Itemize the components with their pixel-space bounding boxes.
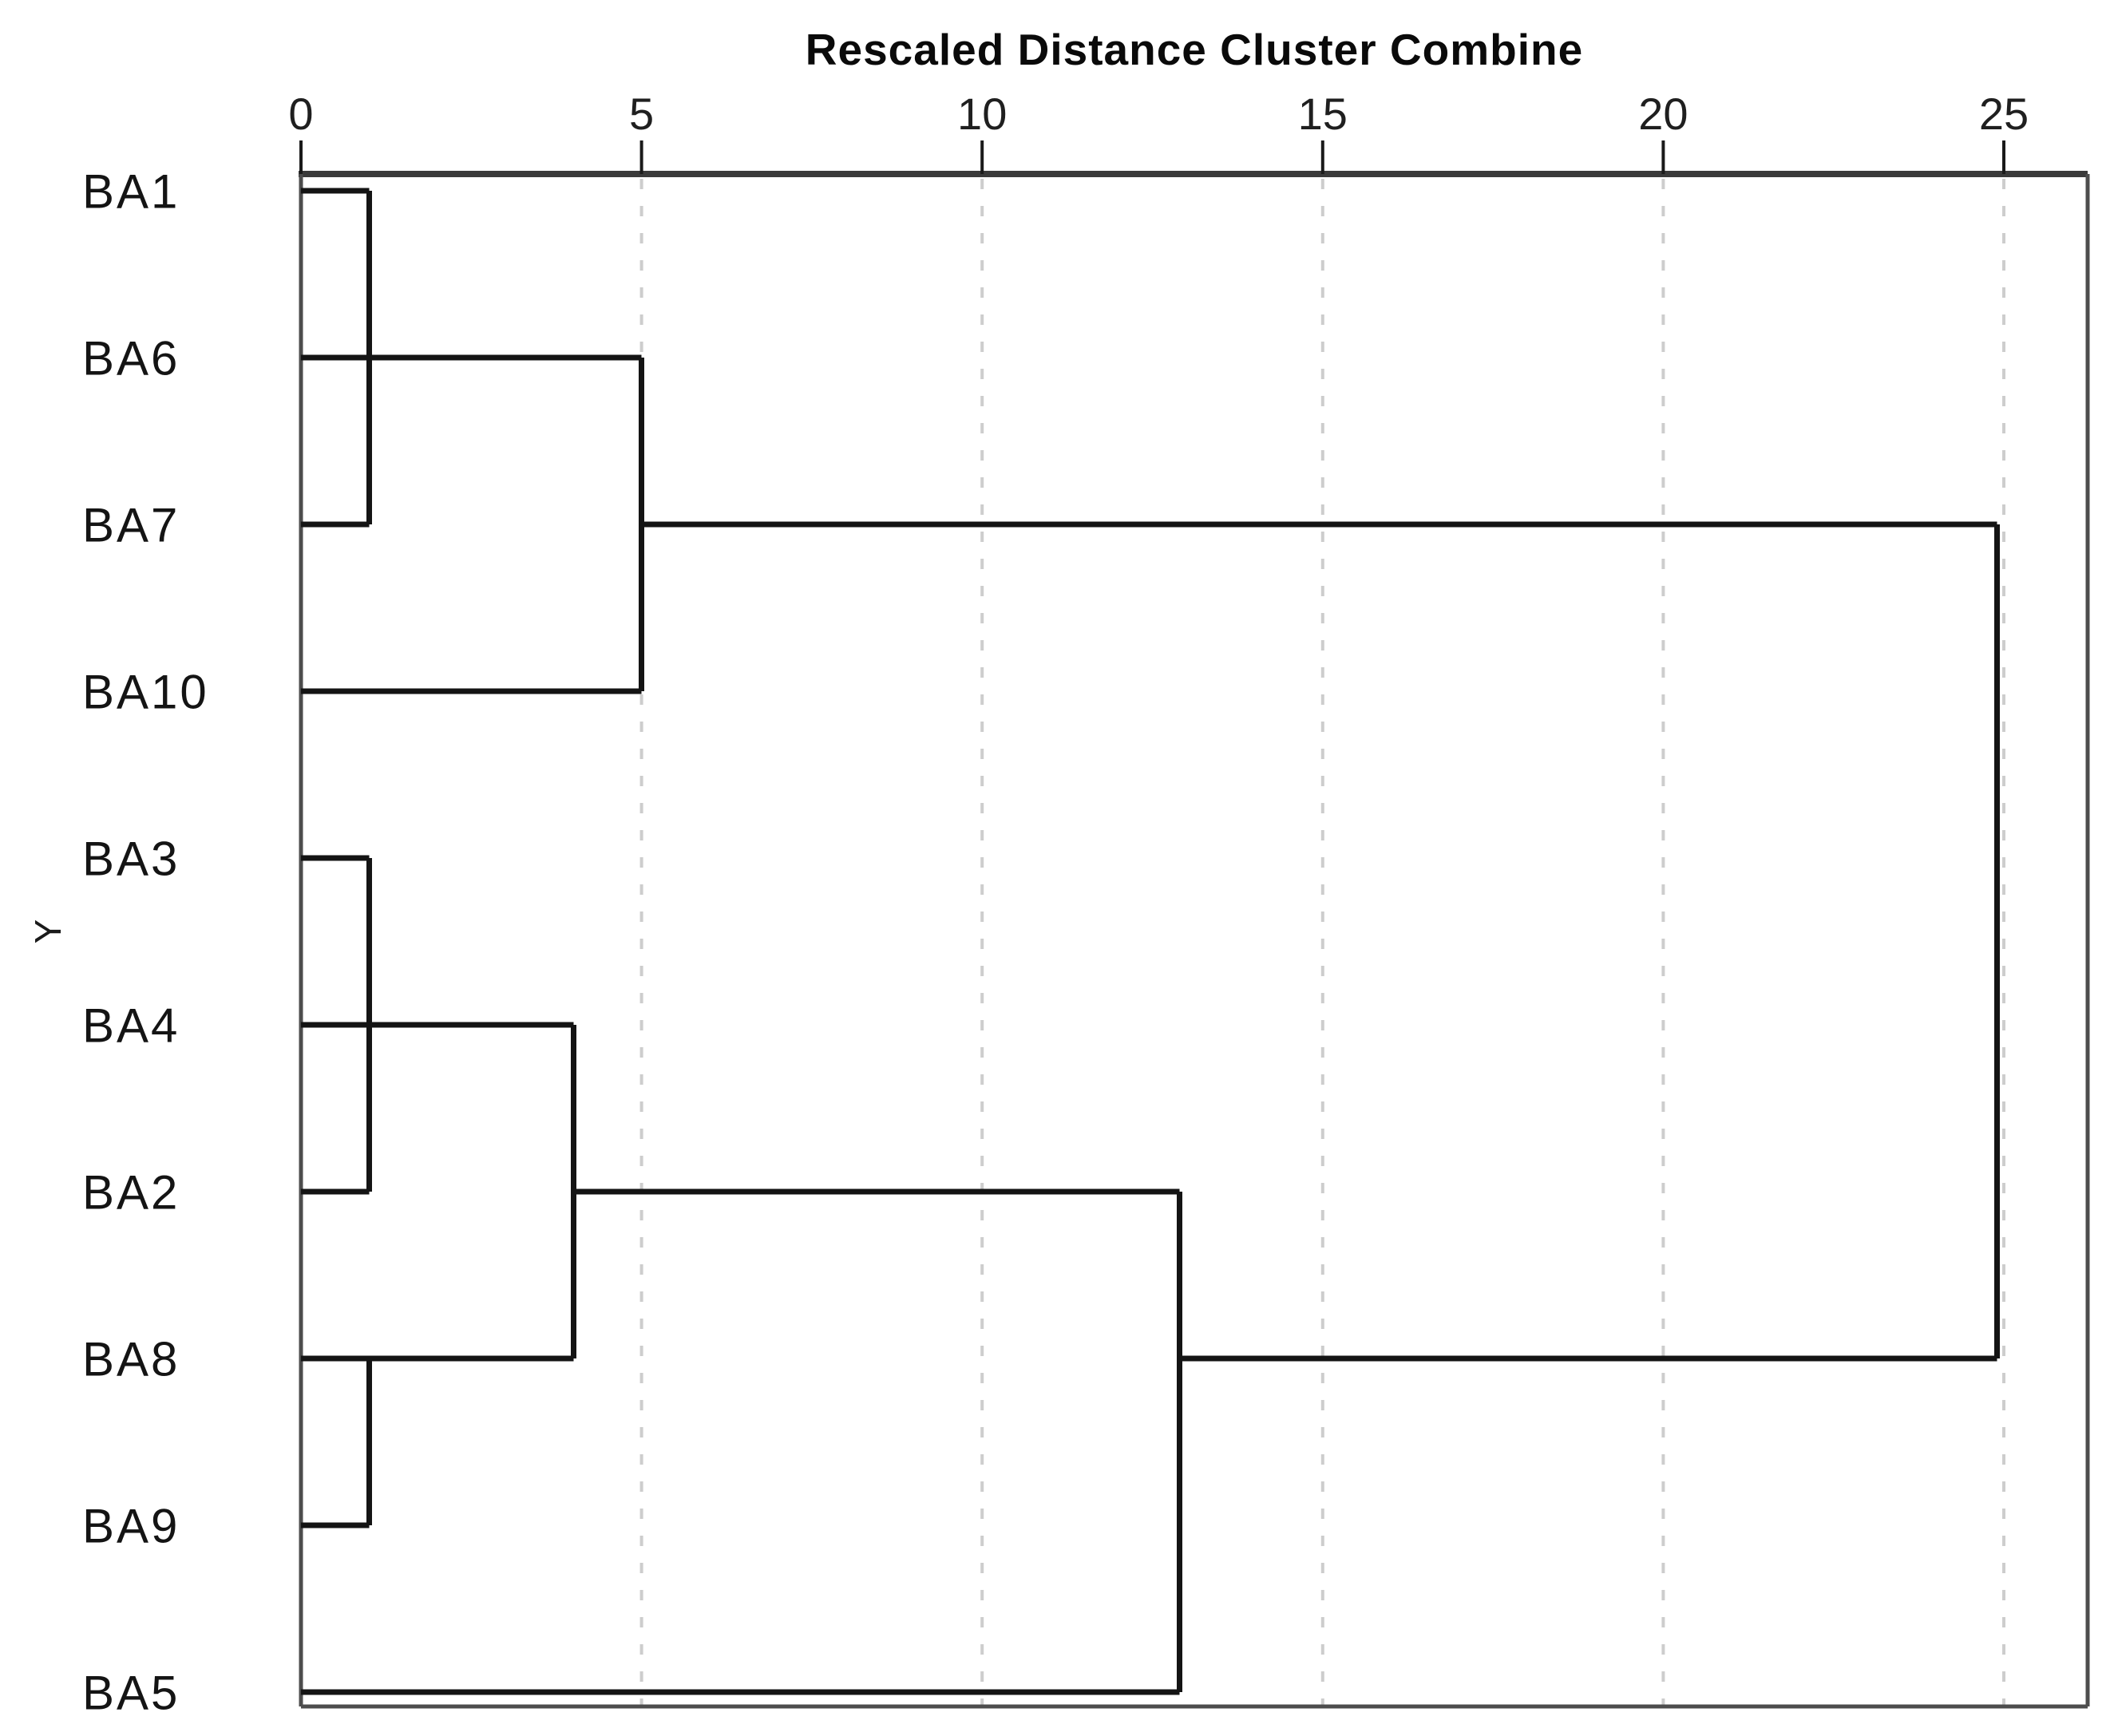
chart-title: Rescaled Distance Cluster Combine [805, 25, 1584, 74]
leaf-label: BA10 [82, 666, 209, 719]
x-tick-label: 5 [629, 89, 654, 139]
x-tick-label: 0 [288, 89, 313, 139]
leaf-label: BA1 [82, 165, 180, 219]
leaf-label: BA4 [82, 999, 180, 1053]
leaf-label: BA6 [82, 332, 180, 386]
leaf-label: BA7 [82, 499, 180, 552]
x-tick-label: 25 [1979, 89, 2029, 139]
x-tick-label: 15 [1298, 89, 1348, 139]
x-tick-label: 20 [1638, 89, 1688, 139]
leaf-label: BA8 [82, 1333, 180, 1386]
leaf-label: BA9 [82, 1500, 180, 1553]
leaf-label: BA3 [82, 832, 180, 886]
x-tick-label: 10 [957, 89, 1007, 139]
leaf-label: BA2 [82, 1166, 180, 1220]
leaf-label: BA5 [82, 1667, 180, 1720]
